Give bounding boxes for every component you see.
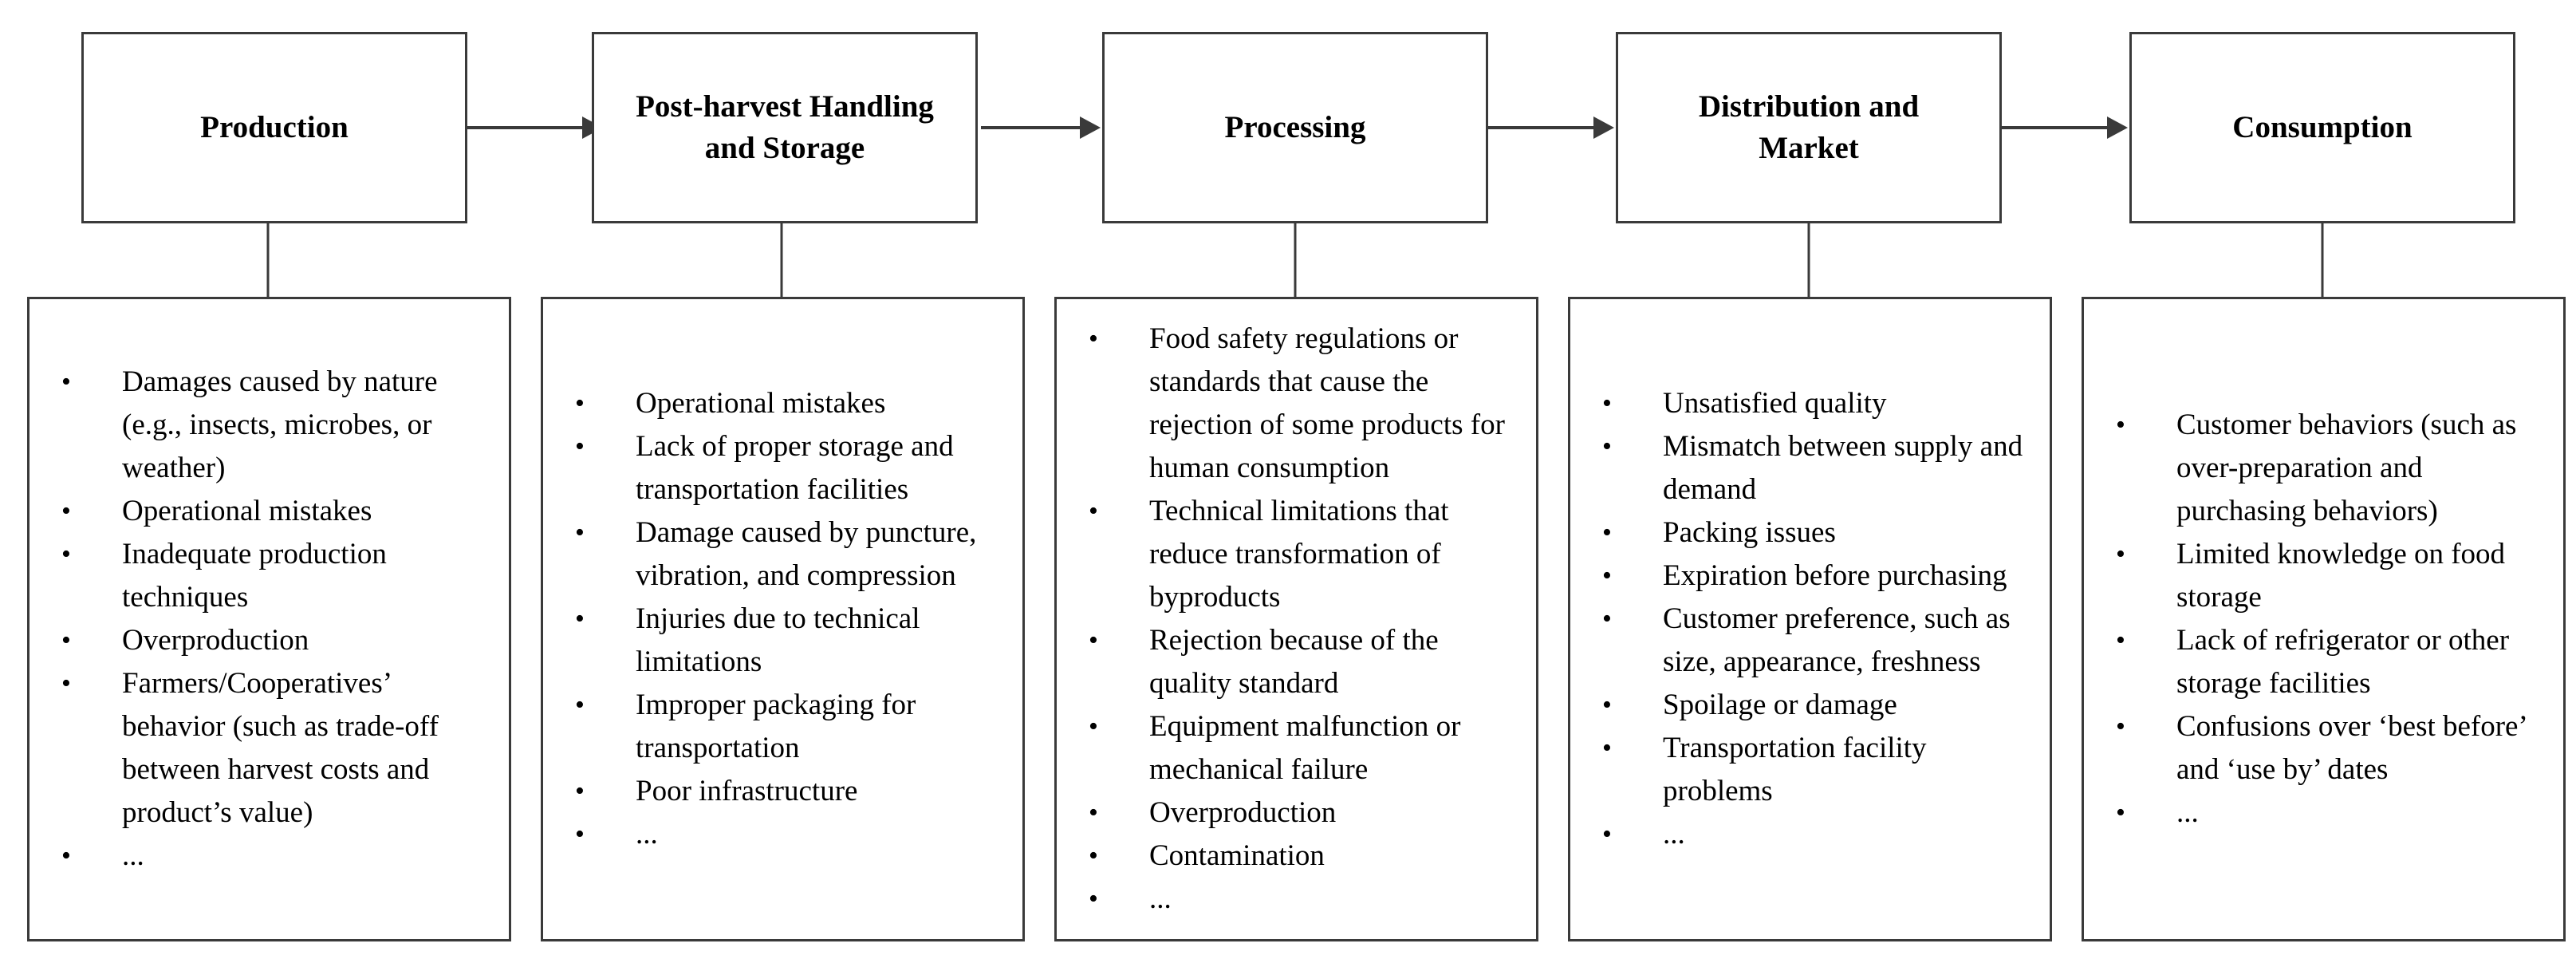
issue-item: Transportation facility problems [1602, 727, 2038, 813]
issue-item: Lack of proper storage and transportatio… [575, 425, 1011, 511]
stage-title-consumption: Consumption [2232, 110, 2413, 144]
issue-item: Poor infrastructure [575, 770, 1011, 813]
issue-item: Equipment malfunction or mechanical fail… [1089, 705, 1525, 791]
issue-list-production: Damages caused by nature (e.g., insects,… [30, 361, 509, 878]
issue-item: Technical limitations that reduce transf… [1089, 490, 1525, 619]
issue-list-post-harvest: Operational mistakes Lack of proper stor… [543, 382, 1022, 856]
issue-item: Damages caused by nature (e.g., insects,… [61, 361, 498, 490]
stage-title-processing: Processing [1224, 110, 1366, 144]
issue-item: Rejection because of the quality standar… [1089, 619, 1525, 705]
stage-box-processing: Processing [1102, 32, 1488, 223]
stage-title-distribution: Distribution and Market [1698, 89, 1920, 165]
issue-item: Unsatisfied quality [1602, 382, 2038, 425]
issue-item: Operational mistakes [61, 490, 498, 533]
issue-item: ... [575, 813, 1011, 856]
stage-box-post-harvest: Post-harvest Handling and Storage [592, 32, 978, 223]
stage-title-production: Production [200, 110, 349, 144]
stage-title-post-harvest: Post-harvest Handling and Storage [636, 89, 934, 165]
issue-item: Expiration before purchasing [1602, 555, 2038, 598]
issue-item: ... [2116, 791, 2552, 835]
issue-item: Spoilage or damage [1602, 684, 2038, 727]
stage-box-consumption: Consumption [2129, 32, 2515, 223]
issue-item: Inadequate production techniques [61, 533, 498, 619]
stage-box-production: Production [81, 32, 467, 223]
issue-item: Damage caused by puncture, vibration, an… [575, 511, 1011, 598]
issue-item: Food safety regulations or standards tha… [1089, 318, 1525, 490]
flow-arrowhead-3 [1593, 116, 1614, 139]
issue-item: Packing issues [1602, 511, 2038, 555]
issue-box-production: Damages caused by nature (e.g., insects,… [27, 297, 511, 941]
issue-box-processing: Food safety regulations or standards tha… [1054, 297, 1538, 941]
issue-item: Limited knowledge on food storage [2116, 533, 2552, 619]
issue-item: ... [1602, 813, 2038, 856]
issue-item: Improper packaging for transportation [575, 684, 1011, 770]
flow-arrowhead-2 [1080, 116, 1101, 139]
issue-item: Operational mistakes [575, 382, 1011, 425]
issue-list-distribution: Unsatisfied quality Mismatch between sup… [1570, 382, 2050, 856]
issue-item: Customer preference, such as size, appea… [1602, 598, 2038, 684]
issue-list-consumption: Customer behaviors (such as over-prepara… [2084, 404, 2563, 835]
issue-item: ... [1089, 878, 1525, 921]
issue-item: Lack of refrigerator or other storage fa… [2116, 619, 2552, 705]
issue-box-distribution: Unsatisfied quality Mismatch between sup… [1568, 297, 2052, 941]
issue-item: ... [61, 835, 498, 878]
issue-box-consumption: Customer behaviors (such as over-prepara… [2082, 297, 2566, 941]
stage-box-distribution: Distribution and Market [1616, 32, 2002, 223]
issue-box-post-harvest: Operational mistakes Lack of proper stor… [541, 297, 1025, 941]
issue-item: Injuries due to technical limitations [575, 598, 1011, 684]
issue-item: Overproduction [1089, 791, 1525, 835]
issue-item: Customer behaviors (such as over-prepara… [2116, 404, 2552, 533]
issue-item: Contamination [1089, 835, 1525, 878]
issue-item: Confusions over ‘best before’ and ‘use b… [2116, 705, 2552, 791]
issue-item: Overproduction [61, 619, 498, 662]
issue-item: Farmers/Cooperatives’ behavior (such as … [61, 662, 498, 835]
issue-list-processing: Food safety regulations or standards tha… [1057, 318, 1536, 921]
issue-item: Mismatch between supply and demand [1602, 425, 2038, 511]
flow-arrowhead-4 [2107, 116, 2128, 139]
